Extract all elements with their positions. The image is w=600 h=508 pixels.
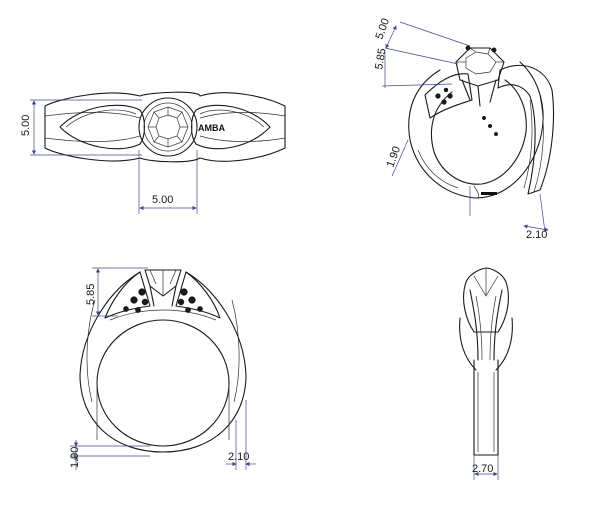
top-view: AMBA 5.00 5.00	[20, 91, 286, 214]
iso-band-inner	[430, 79, 527, 185]
front-view-band-thickness-label: 1.90	[69, 447, 81, 468]
side-view: 2.70	[459, 267, 513, 480]
top-view-band-outline	[44, 91, 286, 163]
top-view-center-stone	[138, 97, 198, 157]
front-view-center-stone	[144, 269, 182, 307]
front-view-shank-width-label: 2.10	[228, 451, 249, 463]
iso-center-stone	[455, 45, 505, 107]
iso-dim-d-label: 2.10	[526, 229, 547, 241]
side-view-shank	[473, 359, 499, 456]
top-view-width-dimension: 5.00	[138, 150, 198, 214]
iso-hallmark-bar	[481, 192, 497, 195]
top-view-width-label: 5.00	[152, 194, 173, 206]
front-view-right-pave	[177, 288, 203, 313]
top-view-height-dimension: 5.00	[20, 99, 142, 156]
iso-dim-b-label: 5.85	[373, 47, 389, 70]
front-view-setting-height-label: 5.85	[85, 284, 97, 305]
isometric-view: 5.00 5.85 1.90 2.10	[373, 17, 555, 241]
top-view-right-opening	[190, 104, 271, 150]
front-view-setting-height-dimension: 5.85	[85, 267, 148, 317]
front-view: 5.85 1.90 2.10	[69, 267, 256, 470]
front-view-left-pave	[123, 288, 149, 313]
side-view-setting	[463, 267, 509, 333]
top-view-left-opening	[59, 104, 146, 150]
iso-band-outer	[408, 61, 544, 199]
side-view-band-width-label: 2.70	[472, 463, 493, 475]
iso-dimensions: 5.00 5.85 1.90 2.10	[373, 17, 549, 241]
front-view-finger-hole	[96, 319, 230, 447]
front-view-shank-width-dimension: 2.10	[226, 400, 256, 470]
front-view-band-thickness-dimension: 1.90	[69, 440, 150, 470]
iso-dim-a-label: 5.00	[374, 17, 393, 41]
top-view-hallmark: AMBA	[198, 123, 225, 133]
front-view-band-outer	[79, 271, 247, 453]
top-view-height-label: 5.00	[20, 115, 32, 136]
side-view-band-width-dimension: 2.70	[472, 455, 499, 480]
